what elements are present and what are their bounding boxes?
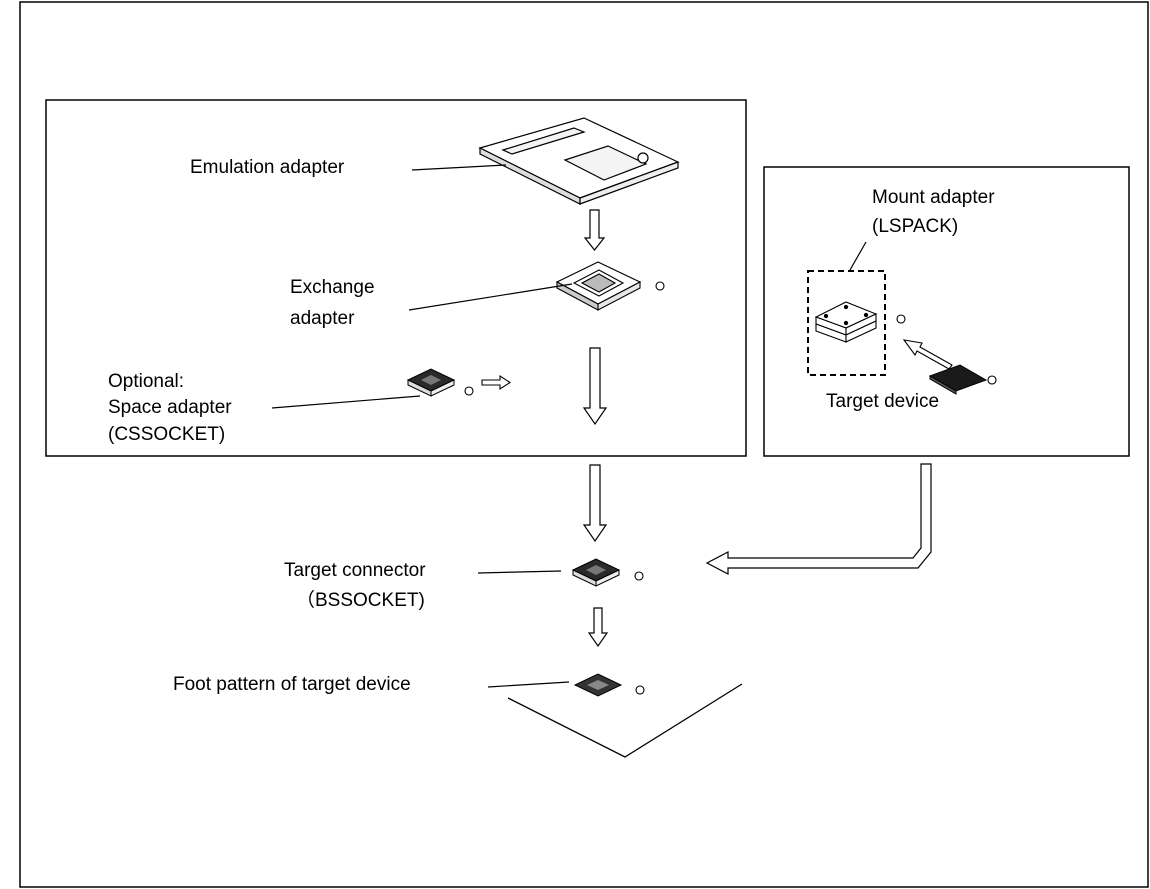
pin1-marker-connector [634,571,644,581]
pin1-marker-foot [635,685,645,695]
pin1-marker-exchange [655,281,665,291]
target-connector-leader [477,570,562,574]
foot-pattern-label: Foot pattern of target device [173,674,411,695]
target-board-outline [507,683,743,758]
optional-label-2: Space adapter [108,397,232,418]
pin1-marker-mount [896,314,906,324]
target-device-icon [928,364,988,395]
mount-adapter-label-2: (LSPACK) [872,216,958,237]
down-arrow-3 [582,464,608,543]
left-group-box [45,99,747,457]
emulation-adapter-icon [478,117,680,205]
optional-label-1: Optional: [108,371,184,392]
diagonal-arrow [902,339,953,370]
target-connector-icon [571,558,621,587]
exchange-adapter-icon [555,261,642,311]
right-arrow-small [481,374,512,391]
target-connector-label-2: （BSSOCKET) [296,589,425,611]
right-group-box [763,166,1130,457]
down-arrow-4 [587,607,609,648]
exchange-adapter-label-2: adapter [290,308,355,329]
pin1-marker-target-device [987,375,997,385]
optional-label-3: (CSSOCKET) [108,424,225,445]
mount-adapter-dashed-box [807,270,886,376]
emulation-adapter-leader [411,164,507,171]
target-connector-label-1: Target connector [284,560,426,581]
mount-adapter-icon [814,301,878,343]
space-adapter-icon [406,368,456,397]
foot-pattern-leader [487,681,570,688]
exchange-adapter-leader [408,283,573,311]
mount-adapter-leader [849,241,867,271]
mount-adapter-label-1: Mount adapter [872,187,995,208]
bent-arrow [705,463,932,575]
pin1-marker-space [464,386,474,396]
exchange-adapter-label-1: Exchange [290,277,375,298]
target-device-label: Target device [826,391,939,412]
foot-pattern-icon [573,673,623,697]
emulation-adapter-label: Emulation adapter [190,157,345,178]
down-arrow-1 [583,209,606,251]
space-adapter-leader [271,395,421,409]
down-arrow-2 [582,347,608,426]
outer-frame [19,1,1149,888]
